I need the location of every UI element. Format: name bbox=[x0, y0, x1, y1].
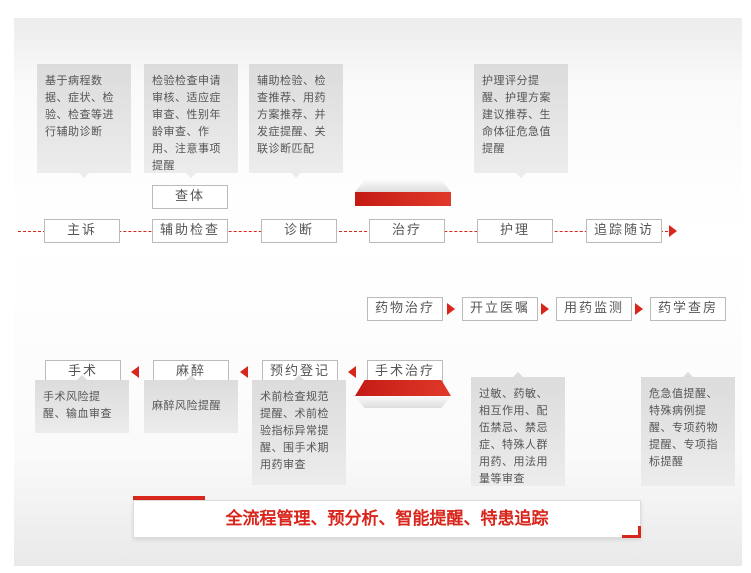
info-card-drug-review: 过敏、药敏、相互作用、配伍禁忌、禁忌症、特殊人群用药、用法用量等审查 bbox=[471, 372, 565, 486]
arrow-right-icon bbox=[635, 303, 643, 315]
arrow-left-icon bbox=[348, 366, 356, 378]
banner-stripe bbox=[133, 496, 205, 500]
arrow-left-icon bbox=[240, 366, 248, 378]
node-treatment: 治疗 bbox=[369, 219, 445, 243]
info-card-chief-complaint: 基于病程数据、症状、检验、检查等进行辅助诊断 bbox=[37, 64, 131, 178]
node-aux-exam: 辅助检查 bbox=[152, 219, 228, 243]
treatment-block-icon bbox=[355, 180, 451, 206]
surgery-block-icon bbox=[355, 380, 451, 408]
arrow-right-icon bbox=[669, 225, 677, 237]
node-nursing: 护理 bbox=[477, 219, 553, 243]
node-pharmacy-rounds: 药学查房 bbox=[650, 297, 726, 321]
info-card-pharmacy: 危急值提醒、特殊病例提醒、专项药物提醒、专项指标提醒 bbox=[641, 372, 735, 486]
arrow-left-icon bbox=[131, 366, 139, 378]
node-chief-complaint: 主诉 bbox=[44, 219, 120, 243]
info-card-appointment: 术前检查规范提醒、术前检验指标异常提醒、围手术期用药审查 bbox=[252, 375, 346, 485]
info-card-nursing: 护理评分提醒、护理方案建议推荐、生命体征危急值提醒 bbox=[474, 64, 568, 178]
banner-corner bbox=[622, 526, 641, 538]
summary-banner: 全流程管理、预分析、智能提醒、特患追踪 bbox=[133, 500, 641, 538]
info-card-surgery: 手术风险提醒、输血审查 bbox=[35, 375, 129, 433]
node-diagnosis: 诊断 bbox=[261, 219, 337, 243]
node-drug-therapy: 药物治疗 bbox=[367, 297, 443, 321]
info-card-anesthesia: 麻醉风险提醒 bbox=[144, 375, 238, 433]
background-panel bbox=[14, 18, 742, 566]
info-card-diagnosis: 辅助检验、检查推荐、用药方案推荐、并发症提醒、关联诊断匹配 bbox=[249, 64, 343, 178]
node-drug-monitoring: 用药监测 bbox=[556, 297, 632, 321]
flow-line bbox=[18, 231, 668, 232]
arrow-right-icon bbox=[447, 303, 455, 315]
node-physical-exam: 查体 bbox=[152, 185, 228, 209]
node-prescribe-order: 开立医嘱 bbox=[462, 297, 538, 321]
node-follow-up: 追踪随访 bbox=[586, 219, 662, 243]
arrow-right-icon bbox=[541, 303, 549, 315]
info-card-aux-exam: 检验检查申请审核、适应症审查、性别年龄审查、作用、注意事项提醒 bbox=[144, 64, 238, 178]
